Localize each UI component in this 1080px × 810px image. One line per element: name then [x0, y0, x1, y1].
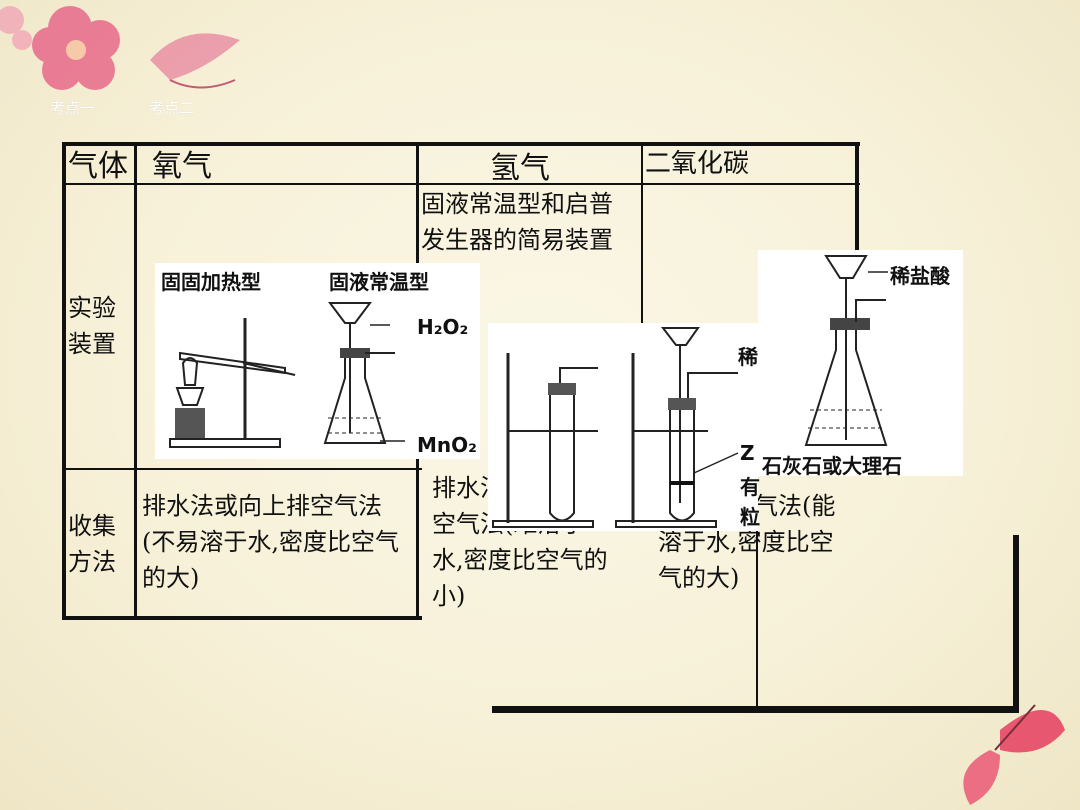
header-co2: 二氧化碳 — [645, 149, 750, 179]
table-right-border-lower — [1013, 535, 1019, 713]
table-row1-bottom-border — [62, 468, 422, 470]
butterfly-decoration-icon — [963, 704, 1065, 805]
table-top-border — [62, 142, 860, 146]
heating-apparatus-drawing — [169, 318, 296, 448]
co2-acid-label: 稀盐酸 — [890, 264, 950, 288]
tab-kaodian-2[interactable]: 考点二 — [149, 100, 195, 117]
h2-label-2: 有 — [740, 475, 760, 499]
solid-solid-heating-title: 固固加热型 — [161, 270, 261, 294]
h2-acid-label: 稀 — [738, 345, 758, 369]
oxygen-collection: 排水法或向上排空气法(不易溶于水,密度比空气的大) — [142, 492, 399, 592]
solid-liquid-room-temp-title: 固液常温型 — [329, 270, 429, 294]
table-right-border — [855, 142, 859, 252]
table-bottom-border-right — [492, 706, 1019, 713]
nav-tabs: 考点一 考点二 — [50, 97, 244, 118]
table-header-bottom-border — [62, 183, 860, 185]
oxygen-apparatus-figure: 固固加热型 固液常温型 H₂O₂ MnO₂ — [155, 263, 480, 459]
row-label-collection: 收集方法 — [68, 512, 116, 576]
table-bottom-border — [62, 616, 422, 620]
header-gas: 气体 — [68, 149, 128, 184]
flask-apparatus-drawing — [323, 302, 405, 444]
hydrogen-apparatus-figure: 稀 Z 有 粒 — [488, 323, 760, 531]
header-oxygen: 氧气 — [152, 149, 212, 184]
co2-apparatus-figure: 稀盐酸 石灰石或大理石 — [758, 250, 963, 478]
tab-kaodian-1[interactable]: 考点一 — [50, 100, 96, 117]
h2o2-label: H₂O₂ — [417, 315, 469, 339]
mno2-label: MnO₂ — [417, 433, 477, 457]
co2-solid-label: 石灰石或大理石 — [762, 454, 902, 478]
hydrogen-apparatus-note: 固液常温型和启普发生器的简易装置 — [421, 190, 613, 254]
h2-label-3: 粒 — [740, 505, 760, 529]
test-tube-apparatus-drawing — [492, 327, 739, 528]
flower-decoration-icon — [0, 6, 240, 90]
h2-zn-label: Z — [740, 441, 755, 465]
table-inner-vertical — [756, 470, 758, 710]
table-left-border — [62, 142, 66, 620]
table-col1-divider — [134, 142, 137, 620]
co2-flask-drawing — [804, 255, 888, 446]
header-hydrogen: 氢气 — [490, 151, 550, 186]
row-label-apparatus: 实验装置 — [68, 294, 116, 358]
table-col3-divider — [641, 142, 643, 472]
